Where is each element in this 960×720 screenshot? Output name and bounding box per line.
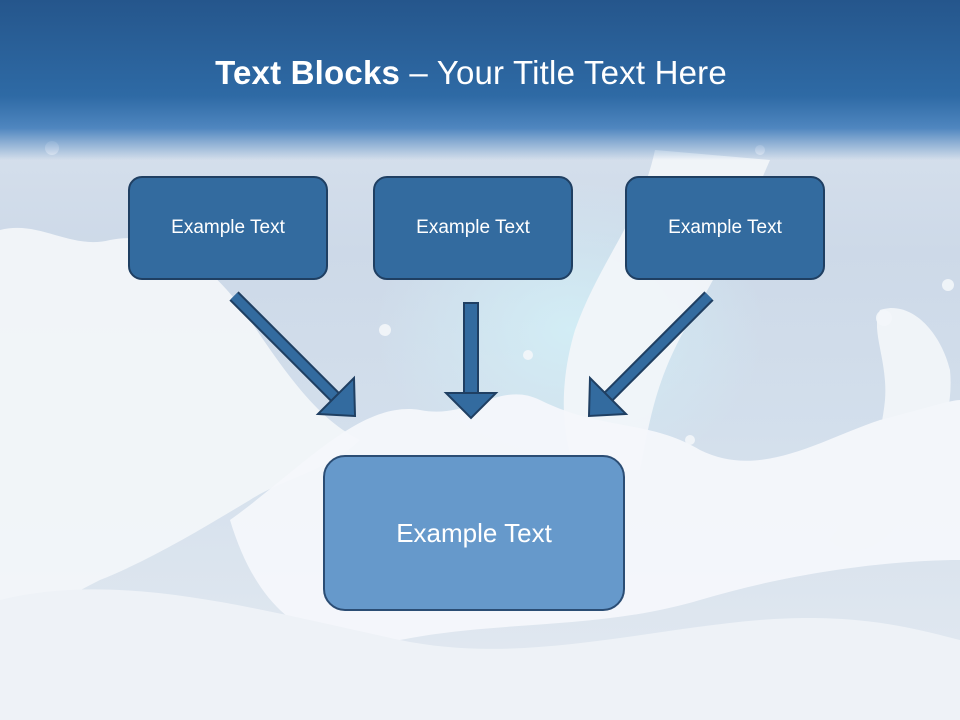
header-band bbox=[0, 0, 960, 160]
text-block-right-label: Example Text bbox=[668, 217, 782, 238]
center-down-arrow bbox=[443, 302, 499, 420]
text-block-center-label: Example Text bbox=[416, 217, 530, 238]
text-block-center[interactable]: Example Text bbox=[373, 176, 573, 280]
slide-title: Text Blocks – Your Title Text Here bbox=[0, 54, 942, 92]
text-block-bottom-label: Example Text bbox=[396, 517, 552, 548]
text-block-left-label: Example Text bbox=[171, 217, 285, 238]
title-rest-part: – Your Title Text Here bbox=[400, 54, 727, 91]
right-down-left-arrow bbox=[587, 291, 714, 418]
left-down-right-arrow bbox=[229, 291, 357, 418]
title-bold-part: Text Blocks bbox=[215, 54, 401, 91]
text-block-left[interactable]: Example Text bbox=[128, 176, 328, 280]
text-block-right[interactable]: Example Text bbox=[625, 176, 825, 280]
text-block-bottom[interactable]: Example Text bbox=[323, 455, 625, 611]
